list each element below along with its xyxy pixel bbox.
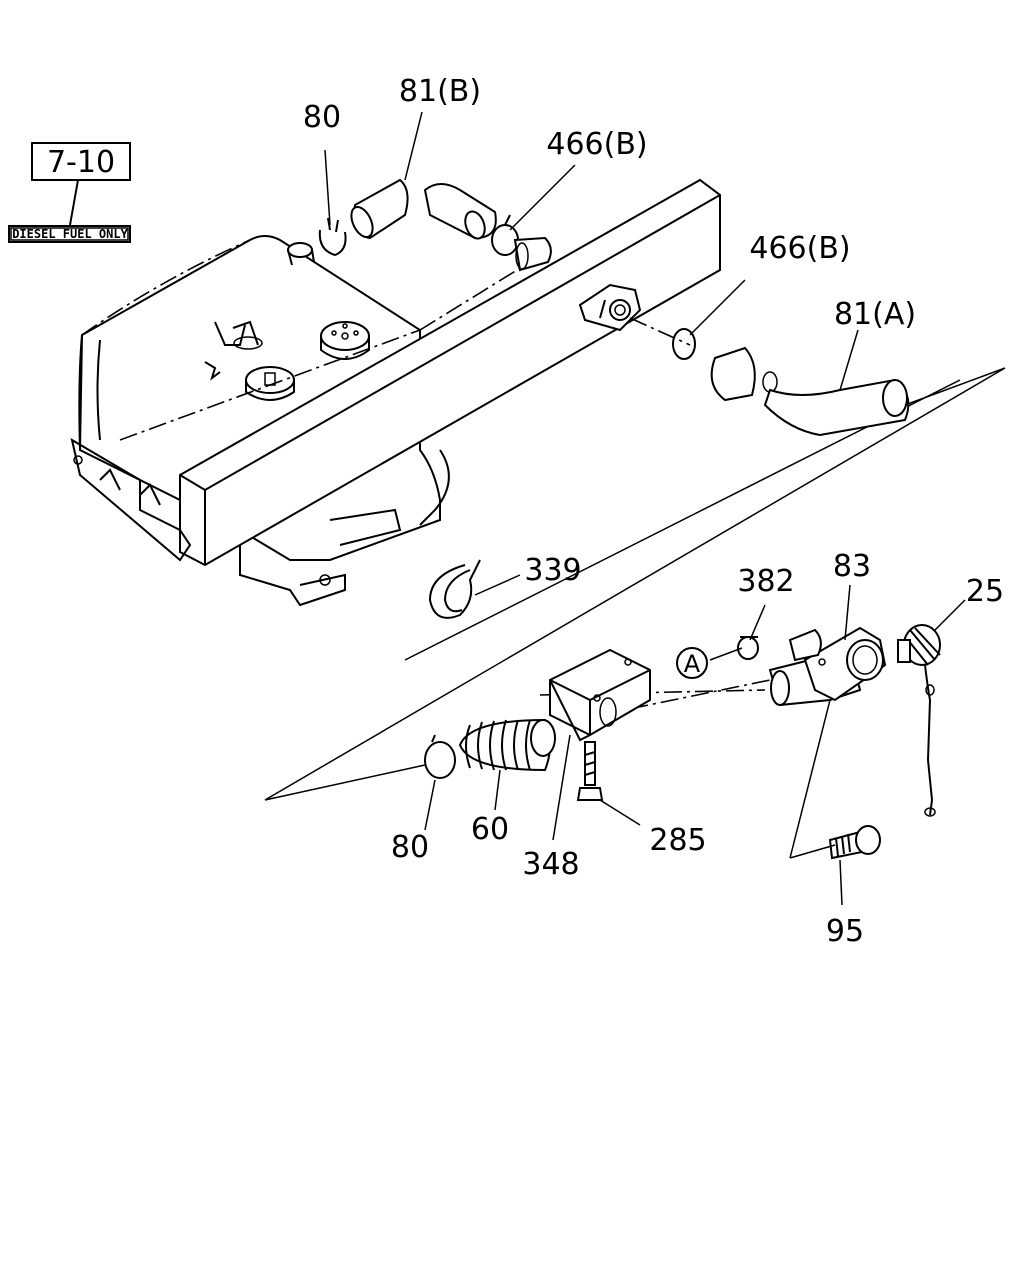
label-339: 339 <box>524 553 581 588</box>
reference-box: 7-10 DIESEL FUEL ONLY <box>8 142 131 243</box>
hose-60 <box>458 718 556 772</box>
bolt-285 <box>576 741 604 801</box>
bolt-95 <box>828 825 881 860</box>
label-83: 83 <box>833 549 871 584</box>
label-382: 382 <box>737 564 794 599</box>
hose-81b <box>350 178 497 240</box>
clamp-80-top <box>318 217 347 257</box>
label-81a: 81(A) <box>834 297 916 332</box>
clamp-80-bottom <box>424 734 456 779</box>
label-80-bottom: 80 <box>391 830 429 865</box>
label-81b: 81(B) <box>399 74 481 109</box>
label-60: 60 <box>471 812 509 847</box>
label-466b-right: 466(B) <box>749 231 850 266</box>
band-339 <box>428 559 481 619</box>
filler-neck-83 <box>768 626 887 707</box>
leader-lines <box>264 111 1006 906</box>
label-a: A <box>684 650 701 678</box>
diesel-fuel-only-tag: DIESEL FUEL ONLY <box>12 227 128 241</box>
label-348: 348 <box>522 847 579 882</box>
label-466b-top: 466(B) <box>546 127 647 162</box>
label-285: 285 <box>649 823 706 858</box>
clamp-382 <box>737 636 759 660</box>
label-95: 95 <box>826 914 864 949</box>
label-80-top: 80 <box>303 100 341 135</box>
tank-outlet-pipe <box>513 236 552 272</box>
reference-a-callout: A <box>676 647 708 679</box>
cap-25 <box>897 624 941 817</box>
hose-81a <box>710 346 910 437</box>
bracket-348 <box>549 648 651 742</box>
reference-box-text: 7-10 <box>47 145 115 180</box>
clamp-466b-right <box>672 328 696 360</box>
label-25: 25 <box>966 574 1004 609</box>
frame-rail <box>70 178 721 567</box>
